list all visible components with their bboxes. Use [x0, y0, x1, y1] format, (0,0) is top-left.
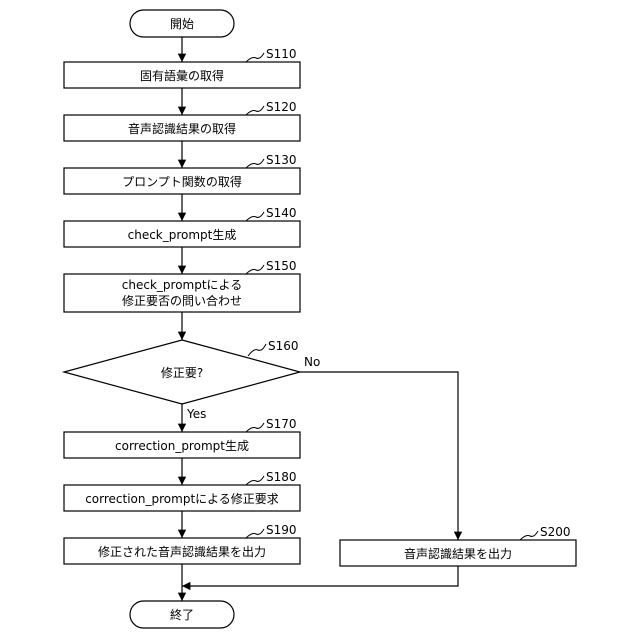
process-s110-label: 固有語彙の取得 — [140, 68, 224, 83]
step-leader-s200 — [520, 531, 538, 540]
edge-s160-s200-no — [300, 372, 458, 540]
step-label-s110: S110 — [266, 47, 297, 61]
step-leader-s160 — [248, 344, 266, 356]
end-node: 終了 — [130, 601, 234, 628]
yes-label: Yes — [186, 407, 206, 421]
process-s180-label: correction_promptによる修正要求 — [85, 491, 279, 506]
process-s170-label: correction_prompt生成 — [115, 439, 249, 453]
step-leader-s130 — [246, 159, 264, 168]
step-leader-s120 — [246, 106, 264, 115]
step-label-s150: S150 — [266, 259, 297, 273]
step-label-s140: S140 — [266, 206, 297, 220]
decision-s160: 修正要? S160 — [64, 339, 300, 404]
step-leader-s150 — [246, 265, 264, 274]
no-label: No — [304, 355, 320, 369]
step-leader-s140 — [246, 212, 264, 221]
end-label: 終了 — [170, 607, 194, 622]
process-s190-label: 修正された音声認識結果を出力 — [98, 544, 266, 559]
start-label: 開始 — [170, 17, 194, 31]
step-leader-s110 — [246, 53, 264, 62]
step-label-s200: S200 — [540, 525, 571, 539]
step-label-s180: S180 — [266, 470, 297, 484]
step-leader-s190 — [246, 529, 264, 538]
step-label-s120: S120 — [266, 100, 297, 114]
step-label-s170: S170 — [266, 417, 297, 431]
step-label-s190: S190 — [266, 523, 297, 537]
step-label-s160: S160 — [268, 339, 299, 353]
step-label-s130: S130 — [266, 153, 297, 167]
step-leader-s170 — [246, 423, 264, 432]
edge-s200-merge — [182, 566, 458, 586]
step-leader-s180 — [246, 476, 264, 485]
process-s130-label: プロンプト関数の取得 — [122, 174, 242, 189]
decision-s160-label: 修正要? — [161, 365, 203, 380]
process-s140-label: check_prompt生成 — [128, 228, 237, 242]
process-s150-label-line2: 修正要否の問い合わせ — [122, 293, 242, 308]
start-node: 開始 — [130, 10, 234, 37]
process-s120-label: 音声認識結果の取得 — [128, 121, 236, 136]
process-s200-label: 音声認識結果を出力 — [404, 546, 512, 561]
process-s150-label-line1: check_promptによる — [122, 278, 242, 292]
